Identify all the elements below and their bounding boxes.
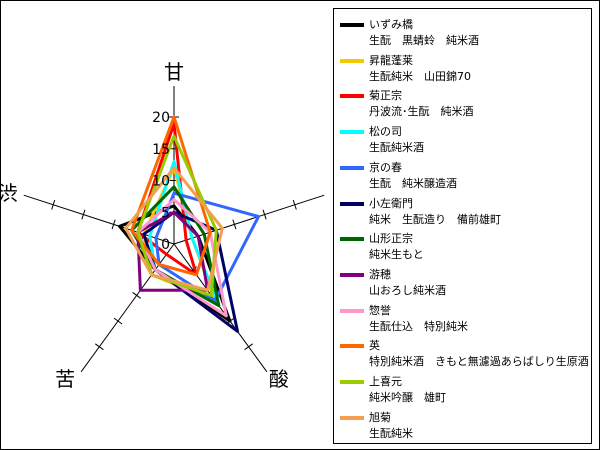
legend-name: 游穂	[369, 267, 391, 281]
series-polygon-11	[124, 166, 224, 292]
legend-name: 英	[369, 339, 380, 353]
radial-tick-label: 10	[152, 174, 170, 190]
legend-name: 菊正宗	[369, 89, 402, 103]
legend-item: 山形正宗純米生もと	[338, 229, 590, 264]
series-polygon-4	[154, 191, 260, 302]
axis-tick-mark	[111, 219, 116, 230]
axis-tick-mark	[113, 317, 123, 325]
radial-tick-label: 0	[161, 237, 170, 253]
legend-description: 特別純米酒 きもと無濾過あらばしり生原酒	[369, 355, 589, 369]
axis-spoke-2	[173, 243, 268, 373]
legend-description: 生酛仕込 特別純米	[369, 319, 468, 333]
axis-label-3: 苦	[55, 367, 75, 391]
legend-swatch	[340, 237, 364, 242]
legend-swatch	[340, 165, 364, 170]
axis-tick-mark	[132, 292, 142, 299]
radial-tick-label: 15	[152, 142, 170, 158]
legend-swatch	[340, 23, 364, 27]
radial-tick-label: 20	[152, 110, 170, 126]
radar-chart: 0 5 10 15 20 甘辛酸 苦 渋	[1, 60, 331, 391]
legend-item: 小左衛門純米 生酛造り 備前雄町	[338, 194, 590, 229]
axis-label-0: 甘	[164, 60, 184, 84]
legend-description: 純米 生酛造り 備前雄町	[369, 212, 501, 226]
legend-name: 上喜元	[369, 375, 402, 388]
legend-description: 山おろし純米酒	[369, 283, 446, 297]
legend-description: 生酛 黒蜻蛉 純米酒	[369, 34, 479, 47]
legend-description: 純米生もと	[369, 248, 424, 262]
legend-item: いずみ橋生酛 黒蜻蛉 純米酒	[338, 15, 590, 50]
legend-swatch	[340, 130, 364, 135]
series-polygon-8	[136, 198, 228, 318]
legend-item: 旭菊生酛純米	[338, 408, 590, 443]
axis-tick-mark	[292, 199, 297, 210]
legend-swatch	[340, 272, 364, 277]
legend-description: 純米吟醸 雄町	[369, 391, 446, 404]
legend-item: 英特別純米酒 きもと無濾過あらばしり生原酒	[338, 336, 590, 371]
axis-label-4: 渋	[1, 181, 18, 205]
legend-swatch	[340, 201, 364, 206]
legend-name: いずみ橋	[369, 18, 413, 31]
axis-tick-mark	[81, 209, 86, 220]
legend-item: 菊正宗丹波流･生酛 純米酒	[338, 86, 590, 121]
legend-name: 京の春	[369, 160, 402, 174]
legend-name: 昇龍蓬莱	[369, 53, 413, 67]
legend-item: 京の春生酛 純米醸造酒	[338, 158, 590, 193]
legend-name: 旭菊	[369, 410, 391, 424]
legend-description: 生酛純米 山田錦70	[369, 69, 471, 83]
legend-swatch	[340, 415, 364, 420]
axis-tick-mark	[244, 343, 253, 351]
legend-swatch	[340, 380, 364, 384]
legend-description: 生酛 純米醸造酒	[369, 176, 457, 190]
axis-tick-mark	[51, 199, 56, 210]
axis-label-1: 辛	[330, 181, 331, 205]
axis-tick-mark	[232, 219, 237, 230]
legend-item: 游穂山おろし純米酒	[338, 265, 590, 300]
axis-tick-mark	[95, 343, 104, 351]
legend-name: 小左衛門	[369, 196, 413, 210]
legend-item: 惣誉生酛仕込 特別純米	[338, 301, 590, 336]
legend-item: 松の司生酛純米酒	[338, 122, 590, 157]
legend-name: 山形正宗	[369, 232, 413, 246]
series-polygon-7	[136, 210, 210, 292]
legend-description: 生酛純米酒	[369, 141, 424, 155]
legend-swatch	[340, 308, 364, 313]
axis-tick-mark	[262, 209, 267, 220]
legend-description: 丹波流･生酛 純米酒	[369, 105, 474, 119]
legend-description: 生酛純米	[369, 426, 413, 440]
legend-item: 昇龍蓬莱生酛純米 山田錦70	[338, 51, 590, 86]
legend-swatch	[340, 344, 364, 349]
series-polygon-10	[136, 134, 218, 297]
legend-name: 松の司	[369, 125, 402, 139]
legend-item: 上喜元純米吟醸 雄町	[338, 372, 590, 407]
legend-swatch	[340, 58, 364, 63]
axis-label-2: 酸	[269, 367, 289, 391]
radial-tick-label: 5	[161, 205, 170, 221]
legend-name: 惣誉	[369, 303, 391, 317]
legend-swatch	[340, 94, 364, 99]
